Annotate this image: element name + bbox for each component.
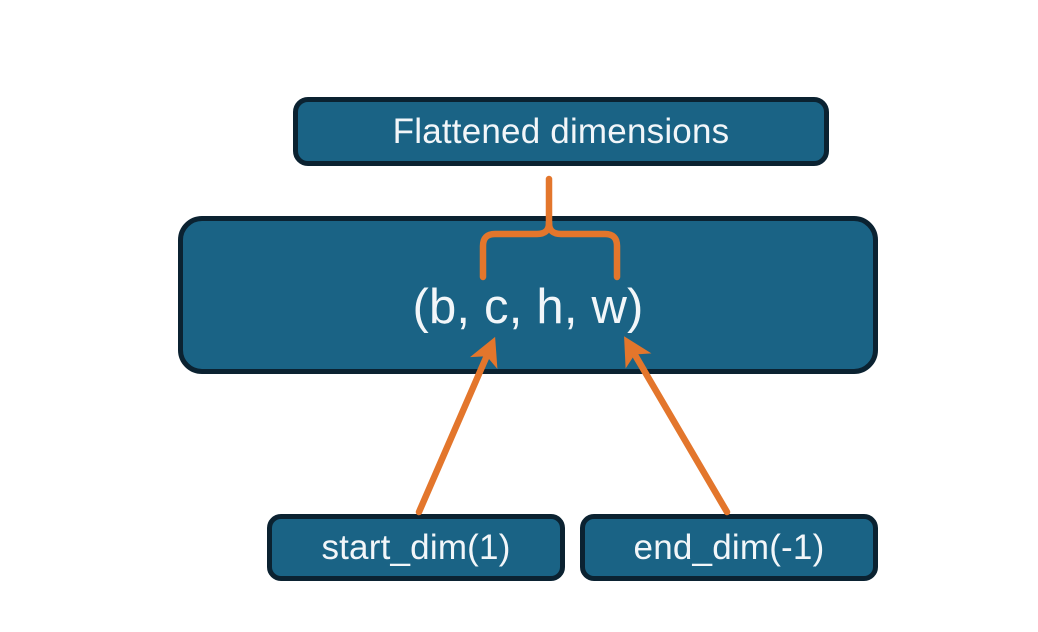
flattened-dimensions-label: Flattened dimensions [392,111,730,151]
tensor-shape-label: (b, c, h, w) [412,279,644,334]
end-dim-label: end_dim(-1) [633,527,825,567]
start-dim-box: start_dim(1) [267,514,565,581]
flattened-dimensions-box: Flattened dimensions [293,97,829,166]
tensor-shape-box: (b, c, h, w) [178,216,878,374]
end-dim-box: end_dim(-1) [580,514,878,581]
start-dim-label: start_dim(1) [321,527,511,567]
